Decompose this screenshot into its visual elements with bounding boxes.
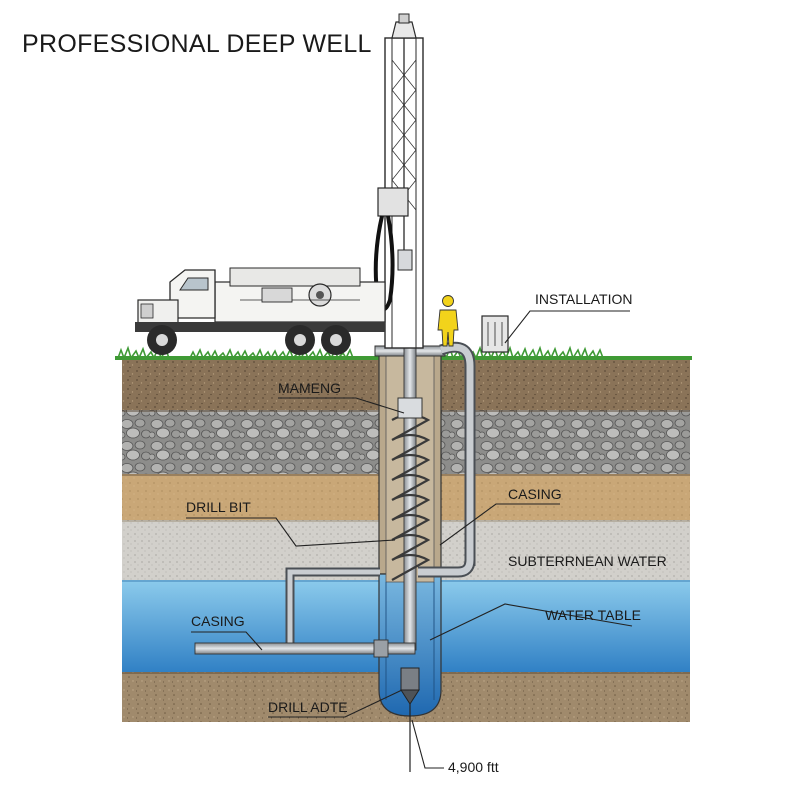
label-mameng: MAMENG	[278, 380, 341, 396]
drill-mast-icon	[373, 13, 424, 349]
right-casing-pipe	[418, 341, 476, 578]
label-depth: 4,900 ftt	[448, 759, 499, 775]
worker-icon	[437, 295, 459, 347]
control-box-icon	[481, 315, 509, 353]
label-casing-left: CASING	[191, 613, 245, 629]
label-drill-bit: DRILL BIT	[186, 499, 251, 515]
label-casing-right: CASING	[508, 486, 562, 502]
label-subterrnean-water: SUBTERRNEAN WATER	[508, 553, 667, 569]
label-drill-adte: DRILL ADTE	[268, 699, 348, 715]
label-installation: INSTALLATION	[535, 291, 633, 307]
leader-lines	[186, 310, 633, 769]
left-water-pipe	[194, 567, 416, 658]
diagram-title: PROFESSIONAL DEEP WELL	[22, 30, 372, 58]
drill-rig-truck-icon	[135, 267, 386, 355]
label-water-table: WATER TABLE	[545, 607, 641, 623]
